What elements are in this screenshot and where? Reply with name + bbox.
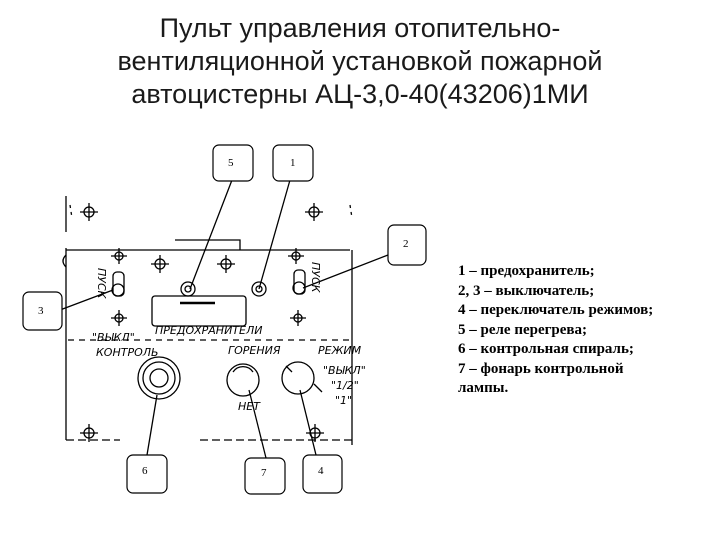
callout-7: 7: [244, 457, 286, 495]
label-net: НЕТ: [238, 400, 261, 413]
label-vykl-right: "ВЫКЛ": [323, 364, 366, 377]
mount-hole-top-right: [305, 203, 323, 221]
legend-item-7: лампы.: [458, 380, 509, 396]
label-left-vertical: ПУСК: [95, 268, 108, 300]
top-bar: [175, 239, 241, 250]
title-line-1: Пульт управления отопительно-: [159, 13, 561, 43]
label-kontrol: КОНТРОЛЬ: [96, 346, 159, 359]
fuse-block: [151, 281, 267, 327]
svg-text:5: 5: [228, 157, 234, 169]
toggle-switch-right: [292, 269, 306, 295]
svg-text:6: 6: [142, 465, 148, 477]
mount-hole-right-mid: [290, 310, 306, 326]
svg-text:3: 3: [38, 305, 44, 317]
slide-title: Пульт управления отопительно- вентиляцио…: [0, 12, 720, 111]
mount-hole-left-upper: [111, 248, 127, 264]
leader-2: [302, 254, 389, 289]
label-right-vertical: ПУСК: [309, 262, 322, 294]
control-spiral: [137, 356, 181, 400]
svg-text:7: 7: [261, 467, 267, 479]
callout-1: 1: [272, 144, 314, 182]
svg-text:4: 4: [318, 465, 324, 477]
left-edge-wave: [62, 254, 67, 268]
legend-item-1: 1 – предохранитель;: [458, 263, 595, 279]
callout-2: 2: [387, 224, 427, 266]
legend-item-3: 4 – переключатель режимов;: [458, 302, 654, 318]
svg-text:2: 2: [403, 238, 409, 250]
svg-text:1: 1: [290, 157, 296, 169]
label-half: "1/2": [331, 379, 359, 392]
mount-hole-center-right: [217, 255, 235, 273]
legend-item-5: 6 – контрольная спираль;: [458, 341, 634, 357]
mount-hole-top-left: [80, 203, 98, 221]
panel-inner-top-right: [349, 204, 353, 219]
label-vykl-left: "ВЫКЛ": [92, 331, 135, 344]
leader-1: [258, 179, 291, 290]
leader-3: [59, 289, 114, 311]
leader-5: [189, 179, 233, 290]
toggle-switch-left: [111, 271, 125, 297]
legend-item-6: 7 – фонарь контрольной: [458, 360, 624, 377]
legend-item-4: 5 – реле перегрева;: [458, 321, 588, 338]
mount-hole-center-left: [151, 255, 169, 273]
leader-6: [146, 394, 158, 456]
callout-6: 6: [126, 454, 168, 494]
callout-4: 4: [302, 454, 343, 494]
leader-7: [248, 389, 267, 459]
label-one: "1": [335, 394, 352, 407]
callout-5: 5: [212, 144, 254, 182]
mount-hole-right-upper: [288, 248, 304, 264]
mode-switch: [281, 361, 323, 395]
label-predohraniteli: ПРЕДОХРАНИТЕЛИ: [155, 324, 262, 337]
indicator-lamp: [226, 363, 260, 397]
panel-inner-top-left: [69, 204, 73, 219]
leader-4: [299, 389, 317, 456]
label-goreniya: ГОРЕНИЯ: [228, 344, 281, 357]
panel-outline: [65, 196, 353, 445]
legend: 1 – предохранитель; 2, 3 – выключатель; …: [458, 262, 720, 399]
mount-hole-bottom-left: [80, 424, 98, 442]
legend-item-2: 2, 3 – выключатель;: [458, 282, 595, 299]
mount-hole-left-mid: [111, 310, 127, 326]
callout-3: 3: [22, 291, 63, 331]
label-rezhim: РЕЖИМ: [318, 344, 362, 357]
title-line-3: автоцистерны АЦ-3,0-40(43206)1МИ: [131, 79, 589, 109]
title-line-2: вентиляционной установкой пожарной: [117, 46, 603, 76]
